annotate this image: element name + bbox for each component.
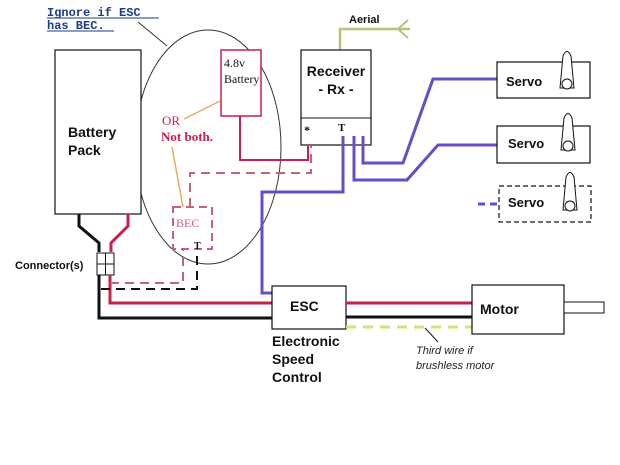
battery-ground-lead [77, 214, 101, 252]
main-positive-wire [108, 275, 272, 305]
servo1-signal-wire [361, 77, 497, 165]
connector-label: Connector(s) [15, 260, 84, 272]
servo-2-shaft [562, 140, 574, 152]
receiver-pin-signal: T [338, 122, 346, 134]
third-wire-pointer [424, 327, 439, 343]
esc-box [271, 285, 347, 330]
servo2-signal-wire [352, 136, 497, 182]
servo-3-optional: Servo [498, 172, 592, 223]
esc-caption-line3: Control [272, 369, 322, 385]
receiver-pin-plus: * [304, 123, 310, 137]
motor-shaft [563, 301, 605, 314]
servo-1-shaft [561, 78, 573, 90]
ignore-note-pointer [137, 21, 168, 47]
servo-3-label: Servo [508, 195, 544, 210]
esc-caption-line2: Speed [272, 351, 314, 367]
esc-label: ESC [290, 298, 319, 314]
motor-label: Motor [480, 301, 519, 317]
servo-3-horn-icon [562, 172, 578, 211]
aerial-wire [338, 27, 410, 50]
aerial-tip-icon [396, 19, 409, 39]
rx-battery-wire [239, 116, 309, 161]
servo-2-label: Servo [508, 136, 544, 151]
or-note-line2: Not both. [161, 129, 213, 144]
servo-3-shaft [564, 200, 576, 212]
servo-1-label: Servo [506, 74, 542, 89]
ignore-note-line2: has BEC. [47, 19, 105, 33]
bec-label: BEC [176, 216, 199, 230]
receiver-label-line1: Receiver [307, 63, 366, 79]
bec-to-rx-dashed-wire [189, 146, 312, 207]
rx-battery-label-line1: 4.8v [224, 56, 245, 70]
bec-ground-dashed-wire [101, 250, 198, 290]
servo-2: Servo [496, 113, 591, 164]
ignore-note-line1: Ignore if ESC [47, 6, 141, 20]
third-wire-note-line1: Third wire if [416, 345, 474, 357]
rx-battery-label-line2: Battery [224, 72, 259, 86]
servo-1-box [496, 61, 591, 99]
bec-positive-dashed-wire [110, 249, 184, 284]
battery-pack-box [54, 49, 142, 215]
rx-battery-box [220, 49, 262, 117]
esc-caption-line1: Electronic [272, 333, 340, 349]
receiver-box [300, 49, 372, 146]
or-pointer-to-battery [183, 100, 221, 120]
servo-1: Servo [496, 51, 591, 99]
third-wire-note-line2: brushless motor [416, 360, 496, 372]
battery-pack-label-line2: Pack [68, 142, 101, 158]
bec-pin-t: T [194, 241, 201, 252]
main-ground-wire [97, 275, 272, 320]
or-note-line1: OR [162, 113, 180, 128]
servo-1-horn-icon [559, 51, 575, 89]
bec-box [172, 206, 213, 250]
aerial-label: Aerial [349, 14, 380, 26]
battery-positive-lead [109, 214, 130, 252]
receiver-label-line2: - Rx - [319, 81, 354, 97]
servo-2-horn-icon [560, 113, 576, 151]
battery-pack-label-line1: Battery [68, 124, 116, 140]
or-pointer-to-bec [171, 146, 184, 208]
esc-signal-wire [260, 136, 345, 295]
